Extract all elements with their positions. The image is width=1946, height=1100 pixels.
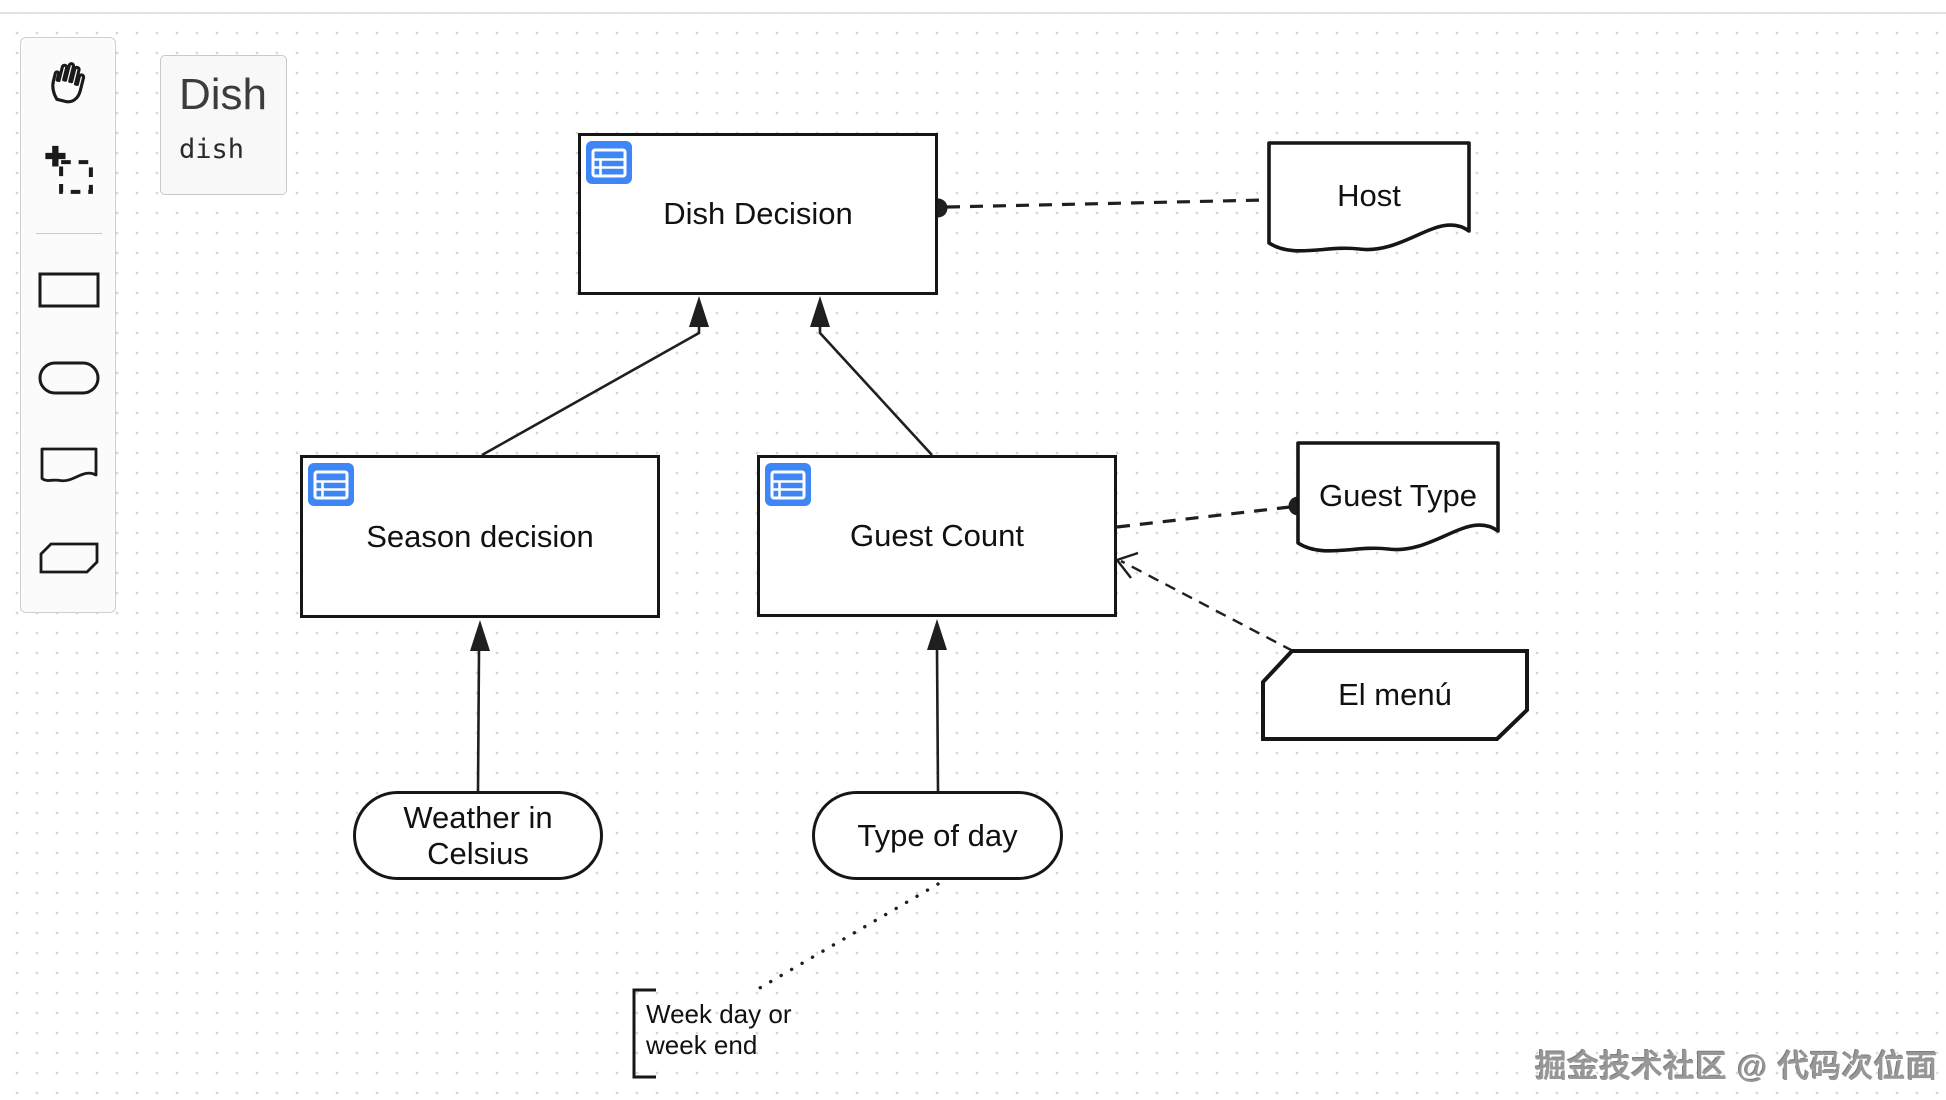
decision-label: Season decision [366,518,594,554]
input-data-weather-in-celsius[interactable]: Weather in Celsius [353,791,603,880]
knowledge-source-shape [1267,141,1471,253]
input-data-shape-icon [38,360,100,401]
create-knowledge-source-button[interactable] [21,446,117,495]
top-toolbar-edge [0,0,1946,14]
business-knowledge-model-shape [1261,649,1529,741]
decision-label: Guest Count [849,518,1025,553]
definitions-overview-tab[interactable]: Dish dish [160,55,287,195]
decision-table-icon[interactable] [765,463,811,506]
knowledge-source-host[interactable]: Host [1266,140,1472,266]
lasso-icon [41,142,97,203]
text-annotation[interactable]: Week day or week end [646,999,792,1060]
knowledge-source-guest-type[interactable]: Guest Type [1295,440,1501,566]
business-knowledge-model-shape-icon [38,541,100,580]
business-knowledge-model-label: El menú [1338,677,1452,712]
knowledge-source-shape-icon [39,446,99,495]
lasso-tool-button[interactable] [21,142,117,203]
create-business-knowledge-model-button[interactable] [21,541,117,580]
decision-label: Dish Decision [663,196,853,231]
decision-season-decision[interactable]: Season decision [300,455,660,618]
hand-icon [44,58,94,113]
knowledge-source-label: Guest Type [1319,478,1477,513]
decision-table-icon[interactable] [308,463,354,506]
create-decision-button[interactable] [21,271,117,314]
watermark-text: 掘金技术社区 @ 代码次位面 [1535,1049,1938,1084]
palette-divider [36,233,102,234]
decision-guest-count[interactable]: Guest Count [757,455,1117,617]
input-data-label: Type of day [857,817,1018,853]
input-data-type-of-day[interactable]: Type of day [812,791,1063,880]
definitions-id: dish [179,134,245,165]
definitions-name: Dish [179,70,268,119]
hand-tool-button[interactable] [21,58,117,113]
decision-dish-decision[interactable]: Dish Decision [578,133,938,295]
tool-palette [20,37,116,613]
decision-table-icon[interactable] [586,141,632,184]
decision-shape-icon [38,271,100,314]
knowledge-source-label: Host [1337,178,1401,213]
create-input-data-button[interactable] [21,360,117,401]
input-data-label: Weather in Celsius [403,799,553,871]
business-knowledge-model-el-menu[interactable]: El menú [1260,648,1530,742]
knowledge-source-shape [1296,441,1500,553]
